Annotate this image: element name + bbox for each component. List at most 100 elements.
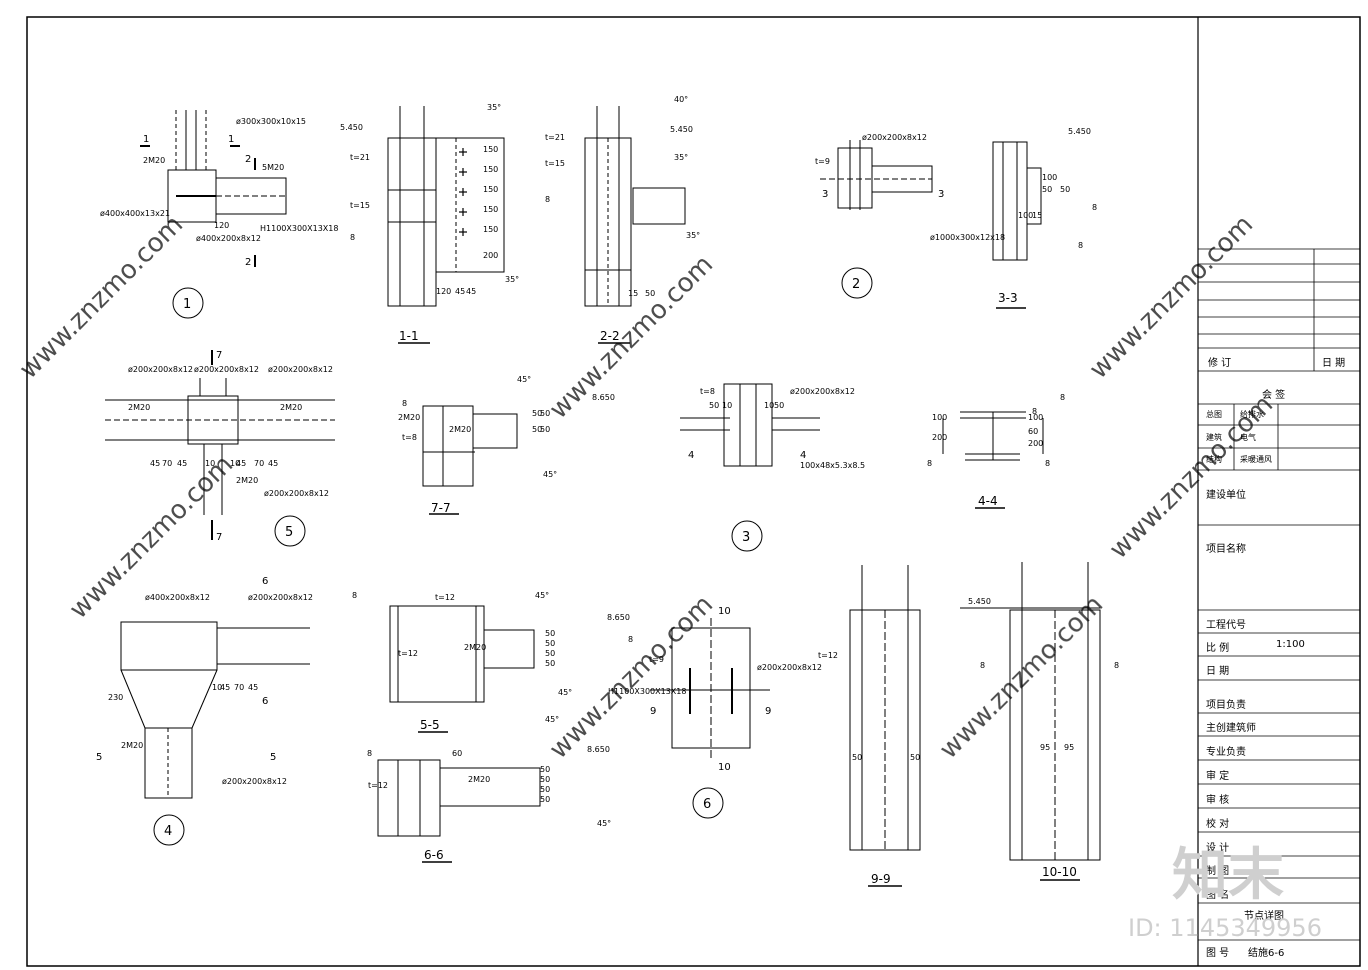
watermark-brand: 知末 [1172,843,1284,908]
section-9-9 [849,565,921,887]
svg-text:10: 10 [205,459,215,468]
svg-text:2M20: 2M20 [280,403,302,412]
svg-text:ø200x200x8x12: ø200x200x8x12 [194,365,259,374]
svg-text:2M20: 2M20 [121,741,143,750]
svg-text:2M20: 2M20 [143,156,165,165]
svg-text:5: 5 [96,752,102,763]
svg-text:5M20: 5M20 [262,163,284,172]
svg-text:6: 6 [262,576,268,587]
detail-5-text: ø200x200x8x12 ø200x200x8x12 ø200x200x8x1… [128,350,333,543]
svg-text:ø400x200x8x12: ø400x200x8x12 [145,593,210,602]
project-code-label: 工程代号 [1206,620,1246,631]
detail-4-label: 4 [164,824,172,839]
svg-text:2M20: 2M20 [449,425,471,434]
discipline-name: 结构 [1206,455,1222,464]
svg-text:t=8: t=8 [402,433,417,442]
svg-text:8: 8 [980,661,985,670]
svg-text:t=8: t=8 [700,387,715,396]
svg-text:www.znzmo.com: www.znzmo.com [14,210,189,385]
svg-text:8: 8 [350,233,355,242]
svg-text:50: 50 [910,753,920,762]
svg-text:9: 9 [650,706,656,717]
svg-text:www.znzmo.com: www.znzmo.com [934,590,1109,765]
detail-2 [820,140,933,299]
svg-text:ø200x200x8x12: ø200x200x8x12 [248,593,313,602]
section-3-3-text: 5.450 8 8 ø1000x300x12x18 100 50 50 100 … [930,127,1097,305]
scale-value: 1:100 [1276,639,1305,650]
svg-text:45°: 45° [535,591,549,600]
svg-text:45: 45 [466,287,476,296]
svg-text:10: 10 [722,401,732,410]
section-2-2-label: 2-2 [600,329,620,343]
svg-text:50: 50 [774,401,784,410]
svg-text:10: 10 [718,606,731,617]
section-1-1-text: 5.450 t=21 t=15 8 35° 35° 150 150 150 15… [340,103,519,343]
project-name-label: 项目名称 [1206,544,1246,555]
section-6-6-label: 6-6 [424,848,444,862]
svg-text:200: 200 [483,251,498,260]
svg-text:150: 150 [483,205,498,214]
svg-text:t=12: t=12 [398,649,418,658]
svg-text:5.450: 5.450 [1068,127,1091,136]
svg-text:45°: 45° [517,375,531,384]
date-column-label: 日 期 [1322,358,1346,369]
svg-text:2M20: 2M20 [236,476,258,485]
section-4-4-label: 4-4 [978,494,998,508]
role-label: 专业负责 [1206,747,1246,758]
svg-text:95: 95 [1064,743,1074,752]
svg-text:10: 10 [718,762,731,773]
section-1-1 [387,106,505,344]
svg-text:50: 50 [545,649,555,658]
discipline-col2: 给排水 [1240,410,1264,419]
svg-text:www.znzmo.com: www.znzmo.com [1084,210,1259,385]
svg-text:95: 95 [1040,743,1050,752]
detail-3-label: 3 [742,530,750,545]
svg-text:9: 9 [765,706,771,717]
svg-text:15: 15 [628,289,638,298]
drawing-name: 节点详图 [1244,911,1284,922]
svg-text:50: 50 [532,425,542,434]
svg-text:8: 8 [1060,393,1065,402]
discipline-name: 总图 [1206,410,1222,419]
detail-6-text: 8 t=9 H1100X300X13X18 ø200x200x8x12 9 9 … [608,606,822,812]
svg-text:50: 50 [1060,185,1070,194]
svg-text:35°: 35° [505,275,519,284]
svg-text:H1100X300X13X18: H1100X300X13X18 [608,687,686,696]
svg-text:100: 100 [1028,413,1043,422]
svg-text:8: 8 [367,749,372,758]
svg-text:8.650: 8.650 [607,613,630,622]
date-label: 日 期 [1206,666,1230,677]
svg-text:t=12: t=12 [818,651,838,660]
sheet-border [26,16,1361,967]
section-9-9-label: 9-9 [871,872,891,886]
svg-text:4: 4 [688,450,694,461]
svg-text:200: 200 [932,433,947,442]
svg-text:ø300x300x10x15: ø300x300x10x15 [236,117,306,126]
svg-text:t=15: t=15 [350,201,370,210]
svg-text:10: 10 [212,683,222,692]
svg-text:6: 6 [262,696,268,707]
svg-text:t=15: t=15 [545,159,565,168]
svg-text:120: 120 [436,287,451,296]
svg-text:4: 4 [800,450,806,461]
svg-text:t=12: t=12 [368,781,388,790]
section-7-7-text: 8.650 8 2M20 2M20 t=8 45° 45° 50 50 50 5… [398,375,615,515]
drawing-number: 结施6-6 [1248,948,1285,959]
section-10-10-text: 5.450 8 8 95 95 10-10 [968,597,1119,879]
section-6-6-text: 8 t=12 2M20 8.650 45° 45° 60 50 50 50 50… [367,715,611,862]
section-3-3-label: 3-3 [998,291,1018,305]
countersign-label: 会 签 [1262,390,1286,401]
svg-text:ø200x200x8x12: ø200x200x8x12 [790,387,855,396]
section-5-5 [389,605,535,733]
svg-text:45: 45 [220,683,230,692]
detail-4 [120,621,310,846]
svg-text:45: 45 [236,459,246,468]
svg-text:100: 100 [1018,211,1033,220]
svg-text:45: 45 [268,459,278,468]
section-7-7-label: 7-7 [431,501,451,515]
svg-text:t=21: t=21 [350,153,370,162]
svg-text:5: 5 [270,752,276,763]
svg-text:35°: 35° [686,231,700,240]
detail-3 [680,383,820,552]
svg-text:70: 70 [254,459,264,468]
